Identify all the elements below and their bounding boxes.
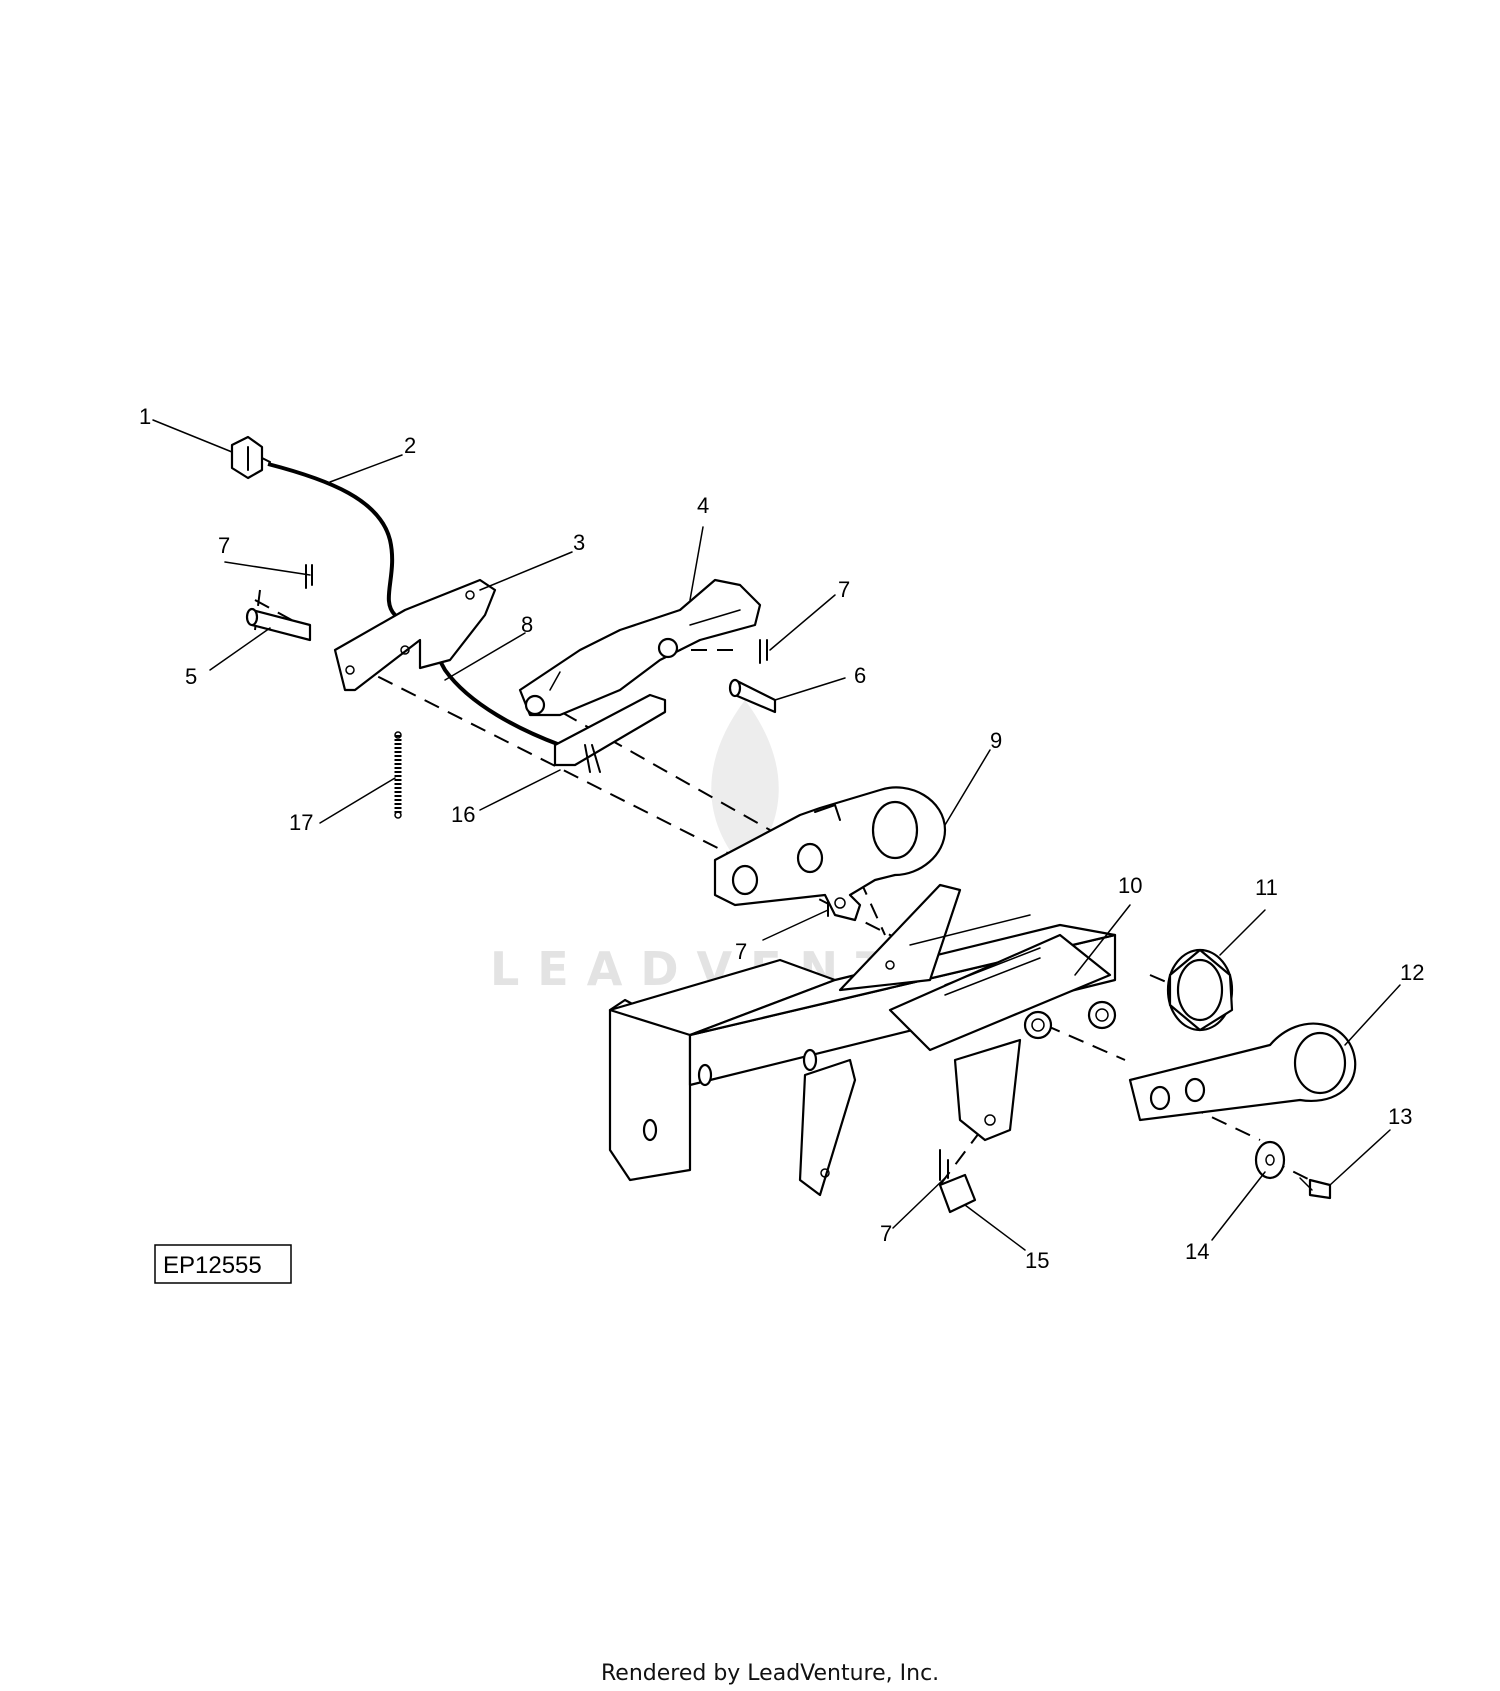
part-4-lever-arm [518,578,762,717]
callout-labels: 1 2 3 4 5 6 7 7 7 7 8 9 10 11 12 13 14 1… [139,404,1424,1273]
footer-credit: Rendered by LeadVenture, Inc. [601,1661,939,1686]
callout-12: 12 [1400,960,1424,985]
part-16-latch [553,693,667,773]
part-9-rocker-link [713,786,947,922]
callout-7c: 7 [735,939,747,964]
part-1-cable-handle [230,435,271,480]
figure-code-box: EP12555 [154,1244,292,1284]
part-7-cotter-pins [305,564,949,1181]
part-11-bushing [1166,948,1234,1032]
callout-7b: 7 [838,577,850,602]
part-5-pin [245,607,312,642]
callout-14: 14 [1185,1239,1209,1264]
part-15-pin [938,1173,977,1214]
callout-10: 10 [1118,873,1142,898]
watermark-flame-icon [711,700,779,870]
part-6-pin [728,678,777,714]
callout-1: 1 [139,404,151,429]
callout-16: 16 [451,802,475,827]
part-10-frame [608,883,1117,1197]
callout-4: 4 [697,493,709,518]
callout-9: 9 [990,728,1002,753]
part-14-washer [1254,1140,1286,1180]
callout-7a: 7 [218,533,230,558]
callout-8: 8 [521,612,533,637]
part-13-bolt [1299,1177,1332,1200]
part-3-bracket [333,578,497,692]
callout-15: 15 [1025,1248,1049,1273]
part-12-link-arm [1128,1022,1357,1122]
callout-13: 13 [1388,1104,1412,1129]
callout-7d: 7 [880,1221,892,1246]
callout-11: 11 [1255,875,1278,900]
part-17-spring [394,731,402,819]
leader-lines [152,419,1401,1251]
callout-6: 6 [854,663,866,688]
callout-17: 17 [289,810,313,835]
figure-code: EP12555 [163,1252,262,1279]
callout-2: 2 [404,433,416,458]
callout-5: 5 [185,664,197,689]
part-2-cable [267,462,561,747]
callout-3: 3 [573,530,585,555]
